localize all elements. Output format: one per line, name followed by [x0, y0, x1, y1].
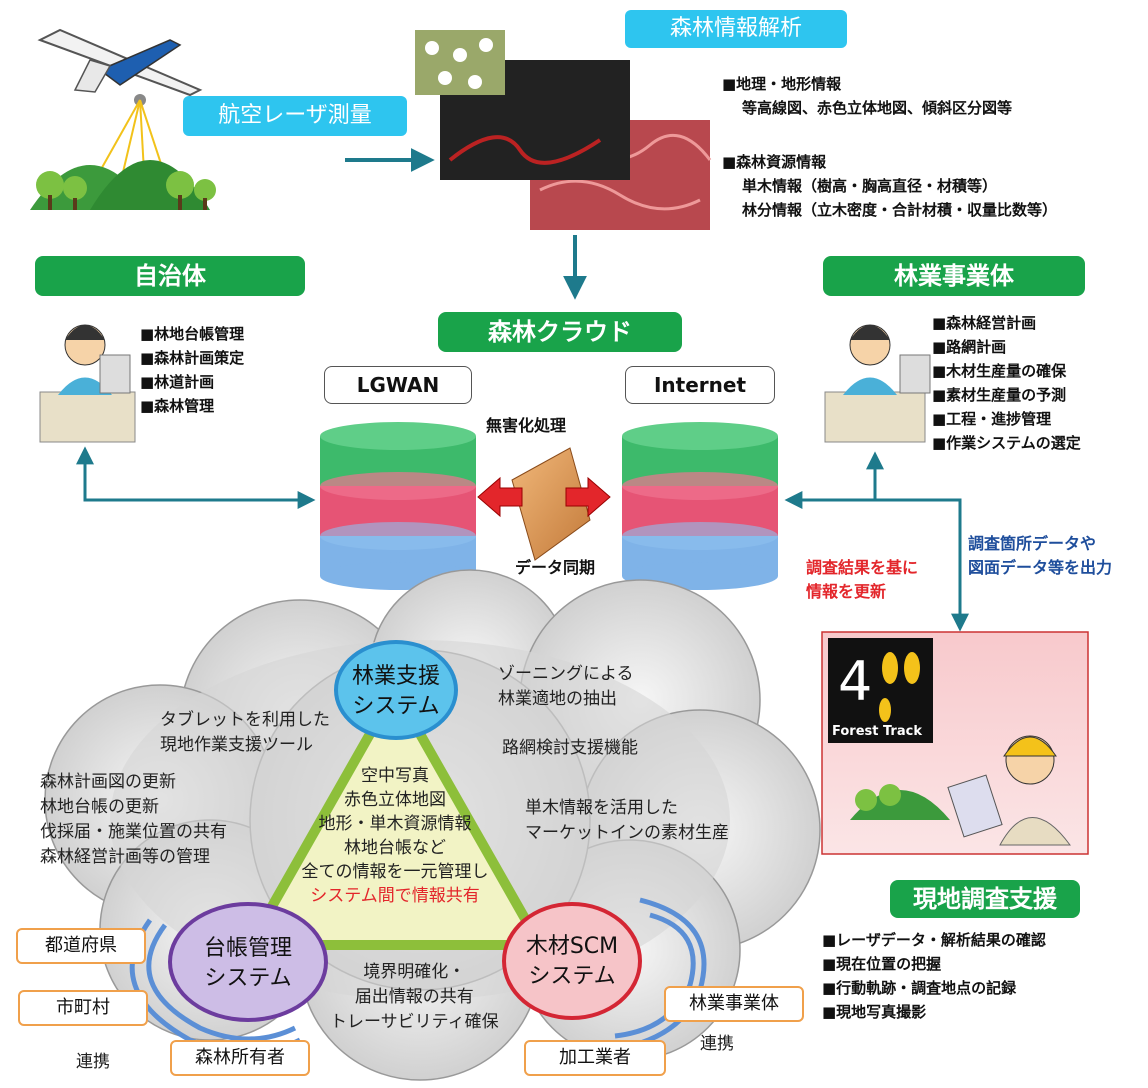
forestry-support-system: 林業支援 システム [334, 640, 458, 740]
link-label-right: 連携 [700, 1034, 734, 1054]
output-note-1: 調査箇所データや [968, 534, 1097, 553]
wood-scm-system: 木材SCM システム [502, 902, 642, 1020]
info-triangle [241, 679, 549, 950]
list-item: ■工程・進捗管理 [932, 410, 1052, 428]
person-left-icon [39, 324, 136, 443]
update-note-1: 調査結果を基に [806, 558, 919, 577]
forest-track-logo: 4 [828, 638, 933, 743]
svg-text:4: 4 [838, 650, 872, 713]
forestry-business-box: 林業事業体 [664, 986, 804, 1022]
sanitize-wall [511, 447, 591, 561]
sync-label: データ同期 [515, 558, 596, 577]
boundary-text: 境界明確化・ 届出情報の共有 トレーサビリティ確保 [330, 962, 499, 1032]
person-right-icon [824, 324, 931, 443]
triangle-line: 空中写真 [361, 766, 429, 786]
list-item: ■林道計画 [140, 373, 215, 391]
list-item: ■素材生産量の予測 [932, 386, 1067, 404]
sanitize-label: 無害化処理 [486, 416, 567, 435]
link-label-left: 連携 [76, 1052, 110, 1072]
municipality-connector [76, 446, 316, 509]
road-support-text: 路網検討支援機能 [502, 738, 638, 758]
triangle-line: 全ての情報を一元管理し [301, 862, 489, 882]
output-note-2: 図面データ等を出力 [968, 558, 1113, 577]
list-item: ■行動軌跡・調査地点の記録 [822, 979, 1017, 997]
city-box: 市町村 [18, 990, 148, 1026]
prefecture-box: 都道府県 [16, 928, 146, 964]
resource-detail-2: 林分情報（立木密度・合計材積・収量比数等） [742, 201, 1058, 219]
internet-label: Internet [625, 366, 775, 404]
triangle-line: 地形・単木資源情報 [318, 814, 472, 834]
resource-heading: ■森林資源情報 [722, 153, 827, 171]
lgwan-label: LGWAN [324, 366, 472, 404]
geo-detail: 等高線図、赤色立体地図、傾斜区分図等 [742, 99, 1013, 117]
field-support-list: ■レーザデータ・解析結果の確認 ■現在位置の把握 ■行動軌跡・調査地点の記録 ■… [822, 928, 1046, 1024]
internet-database [622, 422, 778, 590]
triangle-line: 林地台帳など [344, 838, 446, 858]
forest-owner-box: 森林所有者 [170, 1040, 310, 1076]
triangle-highlight: システム間で情報共有 [310, 886, 480, 906]
analysis-label: 森林情報解析 [625, 10, 847, 48]
hills-icon [30, 160, 216, 210]
list-item: ■レーザデータ・解析結果の確認 [822, 931, 1046, 949]
aerial-survey-label: 航空レーザ測量 [183, 96, 407, 136]
triangle-line: 赤色立体地図 [344, 790, 446, 810]
tree-use-text: 単木情報を活用した マーケットインの素材生産 [525, 798, 729, 843]
zoning-text: ゾーニングによる 林業適地の抽出 [498, 664, 634, 709]
list-item: ■森林計画策定 [140, 349, 245, 367]
ledger-items-text: 森林計画図の更新 林地台帳の更新 伐採届・施業位置の共有 森林経営計画等の管理 [40, 772, 227, 867]
municipality-title: 自治体 [35, 256, 305, 296]
sync-arrows [477, 476, 611, 518]
forest-track-name: Forest Track [832, 724, 922, 739]
geo-heading: ■地理・地形情報 [722, 75, 842, 93]
field-support-title: 現地調査支援 [890, 880, 1080, 918]
lgwan-database [320, 422, 476, 590]
forestry-business-title: 林業事業体 [823, 256, 1085, 296]
list-item: ■木材生産量の確保 [932, 362, 1067, 380]
resource-detail-1: 単木情報（樹高・胸高直径・材積等） [742, 177, 998, 195]
triangle-text: 空中写真 赤色立体地図 地形・単木資源情報 林地台帳など 全ての情報を一元管理し… [300, 764, 490, 908]
ledger-system: 台帳管理 システム [168, 902, 328, 1022]
list-item: ■作業システムの選定 [932, 434, 1081, 452]
list-item: ■森林管理 [140, 397, 215, 415]
list-item: ■林地台帳管理 [140, 325, 245, 343]
business-connector [784, 451, 969, 632]
tablet-support-text: タブレットを利用した 現地作業支援ツール [160, 710, 330, 755]
list-item: ■現在位置の把握 [822, 955, 942, 973]
list-item: ■現地写真撮影 [822, 1003, 927, 1021]
field-worker-icon [850, 735, 1071, 846]
list-item: ■路網計画 [932, 338, 1007, 356]
airplane-icon [37, 28, 203, 106]
update-note-2: 情報を更新 [806, 582, 887, 601]
list-item: ■森林経営計画 [932, 314, 1037, 332]
forestry-business-list: ■森林経営計画 ■路網計画 ■木材生産量の確保 ■素材生産量の予測 ■工程・進捗… [932, 311, 1081, 455]
analysis-images [415, 30, 712, 230]
processor-box: 加工業者 [524, 1040, 666, 1076]
forest-cloud-title: 森林クラウド [438, 312, 682, 352]
municipality-list: ■林地台帳管理 ■森林計画策定 ■林道計画 ■森林管理 [140, 322, 244, 418]
